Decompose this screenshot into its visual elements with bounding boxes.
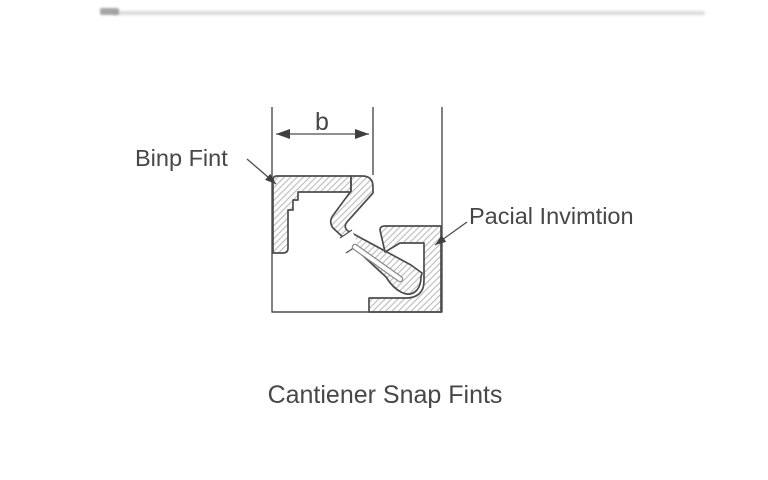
- right-part-body: [368, 225, 442, 313]
- right-part-leader-arrow: [434, 221, 468, 246]
- scan-artifact-streak: [113, 11, 705, 15]
- snap-leg: [329, 175, 423, 295]
- right-part-label: Pacial Invimtion: [469, 203, 634, 229]
- container-outline: [271, 107, 443, 313]
- right-receiver-part: [368, 225, 442, 313]
- left-part-leader-arrow: [246, 158, 277, 185]
- snap-leg-body: [329, 175, 423, 295]
- dimension-label: b: [315, 108, 329, 136]
- dimension-b: b: [276, 108, 369, 139]
- left-part-label: Binp Fint: [135, 145, 228, 171]
- figure-caption: Cantiener Snap Fints: [268, 381, 503, 409]
- label-left-part: Binp Fint: [135, 145, 277, 185]
- scan-artifact-blob: [100, 8, 119, 15]
- arm-slot: [353, 245, 402, 281]
- container-walls: [271, 107, 443, 313]
- label-right-part: Pacial Invimtion: [434, 203, 634, 246]
